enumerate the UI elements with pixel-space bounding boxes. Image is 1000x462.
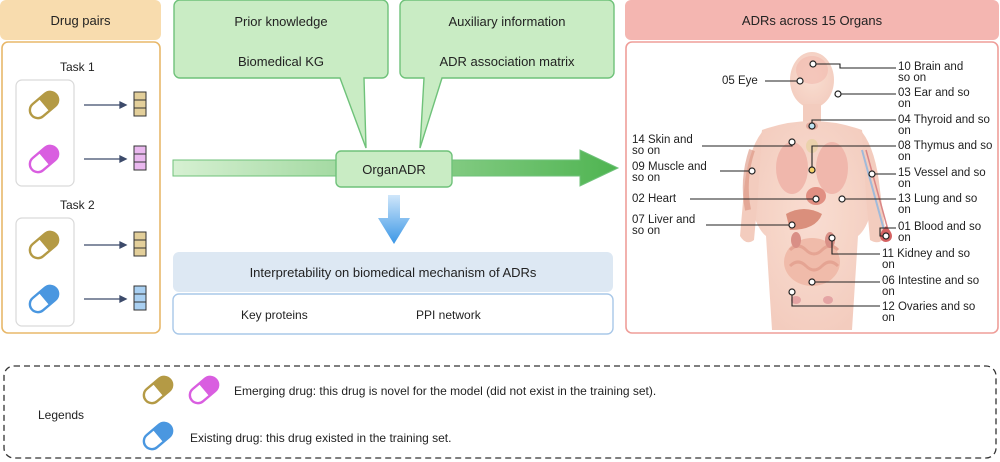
organ-label-liver: 07 Liver and so on xyxy=(632,214,696,237)
legend-pill-magenta xyxy=(188,375,220,405)
pill-olive-task1 xyxy=(28,90,60,120)
organ-label-eye: 05 Eye xyxy=(722,75,758,87)
legend-title: Legends xyxy=(38,408,85,422)
drug-pairs-header-bg xyxy=(0,0,161,40)
organ-label-thymus: 08 Thymus and so on xyxy=(898,140,993,163)
legend-pill-blue xyxy=(142,421,174,451)
feature-stack-olive-1 xyxy=(133,91,147,117)
task1-label: Task 1 xyxy=(60,60,95,74)
feature-stack-magenta-1 xyxy=(133,145,147,171)
pill-blue-task2 xyxy=(28,284,60,314)
prior-knowledge-item: Biomedical KG xyxy=(238,53,324,69)
organ-label-intestine: 06 Intestine and so on xyxy=(882,275,980,298)
organ-label-thyroid: 04 Thyroid and so on xyxy=(898,114,990,137)
interpretability-item-key-proteins: Key proteins xyxy=(241,308,308,322)
organ-label-ear: 03 Ear and so on xyxy=(898,87,970,110)
legend-emerging-text: Emerging drug: this drug is novel for th… xyxy=(234,384,657,398)
organ-label-skin: 14 Skin and so on xyxy=(632,134,693,157)
legend-box xyxy=(3,365,997,459)
organ-label-blood: 01 Blood and so on xyxy=(898,221,982,244)
auxiliary-item: ADR association matrix xyxy=(439,53,575,69)
human-body-figure xyxy=(740,52,892,330)
organ-label-kidney: 11 Kidney and so on xyxy=(882,248,971,271)
task2-label: Task 2 xyxy=(60,198,95,212)
prior-knowledge-title: Prior knowledge xyxy=(234,13,328,29)
organ-label-ovaries: 12 Ovaries and so on xyxy=(882,301,976,324)
interpretability-arrow xyxy=(378,195,410,244)
interpretability-title: Interpretability on biomedical mechanism… xyxy=(249,264,537,280)
organadr-label: OrganADR xyxy=(362,161,426,177)
organ-label-heart: 02 Heart xyxy=(632,193,677,205)
task-arrows xyxy=(84,100,128,304)
organ-label-vessel: 15 Vessel and so on xyxy=(898,167,986,190)
organs-header: ADRs across 15 Organs xyxy=(741,12,883,28)
organadr-box xyxy=(335,150,453,188)
legend-existing-text: Existing drug: this drug existed in the … xyxy=(190,431,452,445)
auxiliary-callout xyxy=(399,0,615,149)
prior-knowledge-callout xyxy=(173,0,389,149)
feature-stack-olive-2 xyxy=(133,231,147,257)
pill-olive-task2 xyxy=(28,230,60,260)
organ-markers xyxy=(748,60,890,296)
feature-stack-blue-2 xyxy=(133,285,147,311)
organs-header-bg xyxy=(625,0,999,40)
drug-pairs-header: Drug pairs xyxy=(50,12,111,28)
organ-label-brain: 10 Brain and so on xyxy=(898,61,964,84)
legend-pill-olive xyxy=(142,375,174,405)
organ-label-lung: 13 Lung and so on xyxy=(898,193,978,216)
organ-label-muscle: 09 Muscle and so on xyxy=(632,161,707,184)
interpretability-item-ppi-network: PPI network xyxy=(416,308,481,322)
interpretability-header-bg xyxy=(173,252,613,292)
auxiliary-title: Auxiliary information xyxy=(448,13,566,29)
pill-magenta-task1 xyxy=(28,144,60,174)
interpretability-panel xyxy=(172,293,614,335)
